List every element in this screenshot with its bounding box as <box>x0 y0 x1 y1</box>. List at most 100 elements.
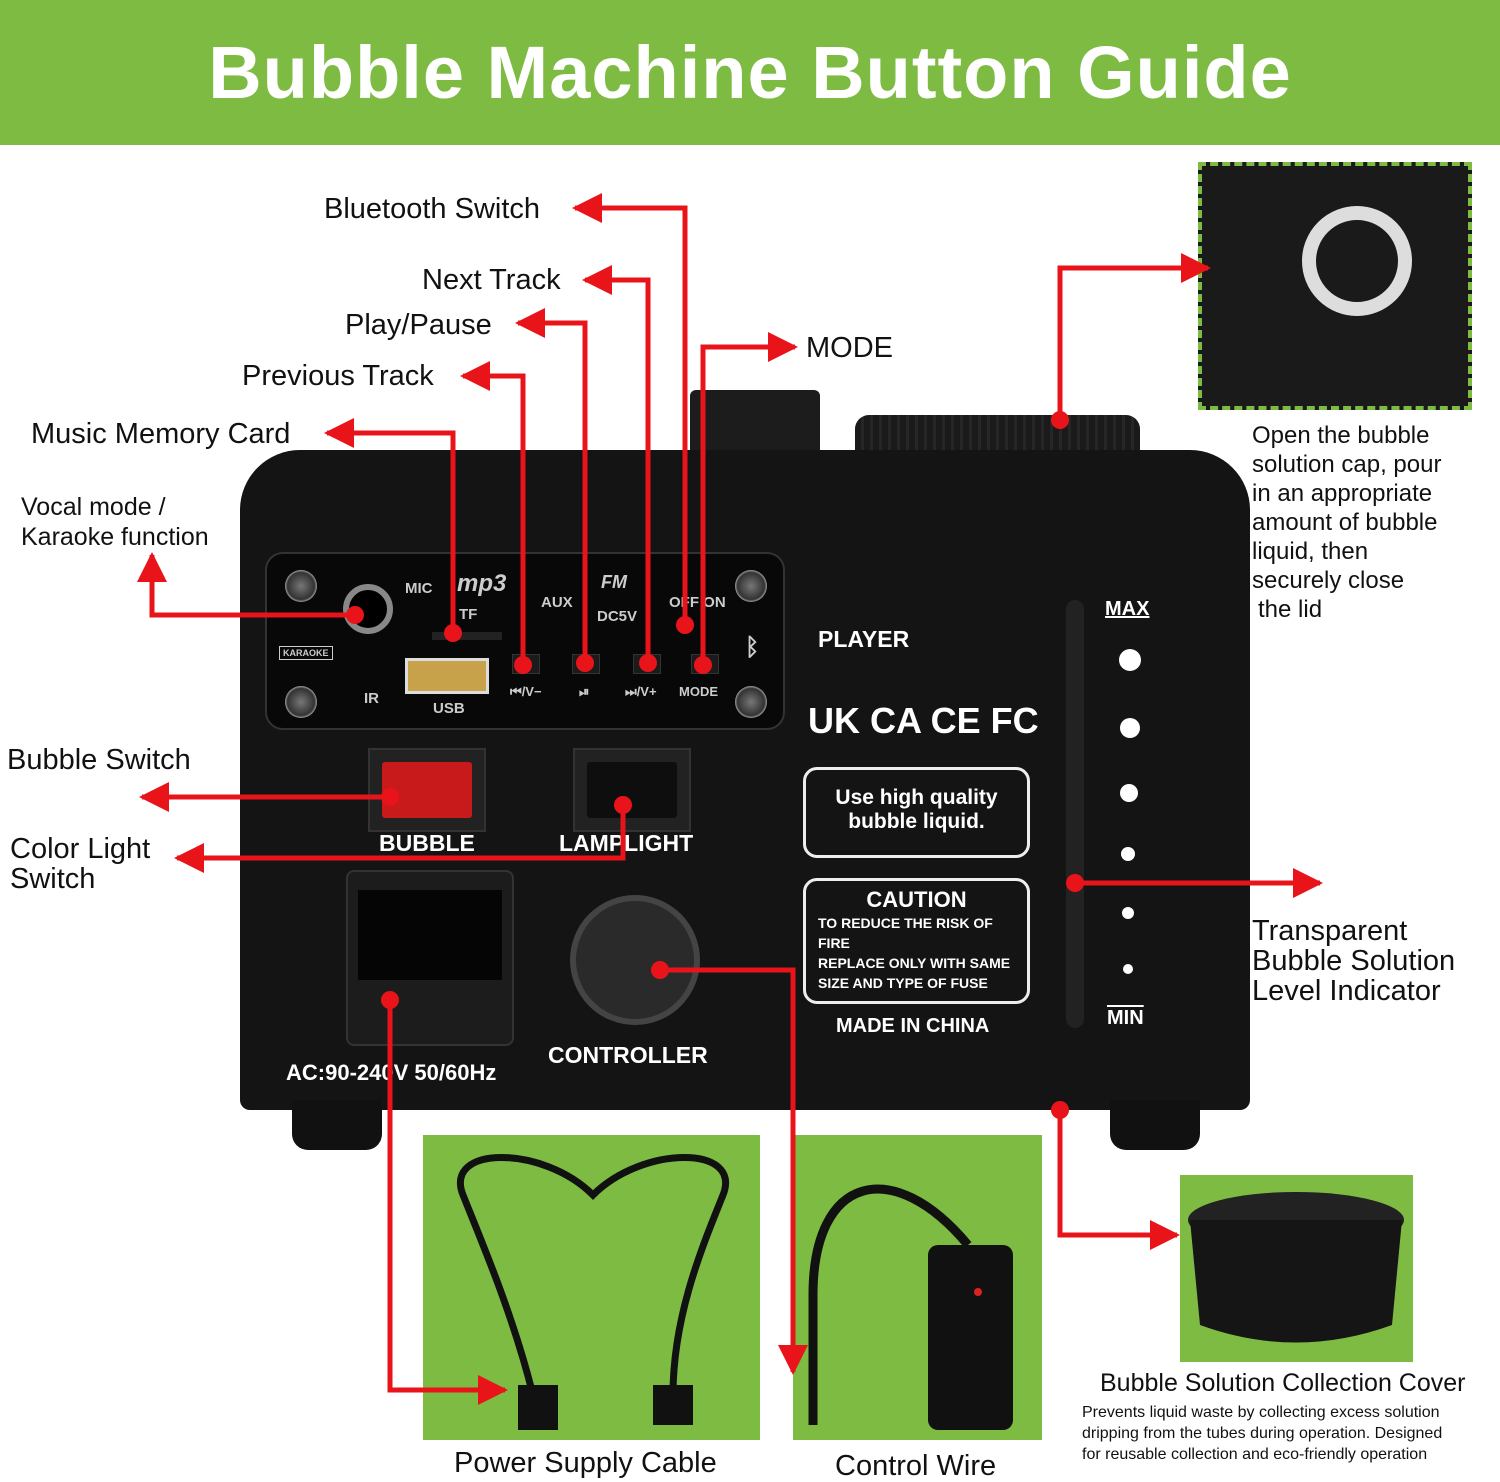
karaoke-badge: KARAOKE <box>279 646 333 660</box>
cap-inset-photo <box>1198 162 1472 410</box>
arrow-prev <box>460 361 526 665</box>
label-line: Level Indicator <box>1252 975 1441 1007</box>
control-wire-photo <box>793 1135 1042 1440</box>
bluetooth-icon: ᛒ <box>745 634 760 661</box>
foot <box>292 1100 382 1150</box>
label-control-wire: Control Wire <box>835 1450 997 1482</box>
label-line: Transparent <box>1252 915 1408 947</box>
label-line: the lid <box>1258 596 1323 623</box>
notice-line: Use high quality <box>835 786 998 809</box>
control-wire-icon <box>808 1184 1013 1430</box>
page-title: Bubble Machine Button Guide <box>208 31 1292 114</box>
label-play-pause: Play/Pause <box>345 309 492 341</box>
arrow-vocal <box>137 552 355 618</box>
tf-card-slot[interactable] <box>432 632 502 640</box>
bubble-label: BUBBLE <box>379 830 475 856</box>
label-line: Vocal mode / <box>21 493 166 521</box>
player-label: PLAYER <box>818 626 910 652</box>
caution-title: CAUTION <box>866 887 967 912</box>
mic-label: MIC <box>405 580 433 597</box>
lamp-switch[interactable] <box>587 762 677 818</box>
label-line: Switch <box>10 863 96 895</box>
play-label: ⏯ <box>579 684 590 699</box>
prev-label: ⏮/V− <box>510 684 542 699</box>
caution-line: FIRE <box>818 935 850 951</box>
iec-inlet <box>358 890 502 980</box>
label-bluetooth-switch: Bluetooth Switch <box>324 193 541 225</box>
level-dot <box>1120 718 1140 738</box>
label-line: Open the bubble <box>1252 422 1430 449</box>
lamplight-label: LAMPLIGHT <box>559 830 694 856</box>
arrow-color <box>174 805 626 873</box>
mp3-logo: mp3 <box>457 570 507 597</box>
cert-marks: UK CA CE FC <box>808 700 1039 741</box>
collection-cover-icon <box>1188 1192 1404 1343</box>
arrow-bluetooth <box>572 193 688 625</box>
arrow-next <box>582 265 651 663</box>
label-line: for reusable collection and eco-friendly… <box>1082 1446 1428 1463</box>
fm-logo: FM <box>601 572 627 592</box>
arrow-cover <box>1057 1110 1180 1250</box>
label-next-track: Next Track <box>422 264 561 296</box>
label-mode: MODE <box>806 332 893 364</box>
label-line: securely close <box>1252 567 1405 594</box>
arrow-cap <box>1057 253 1211 420</box>
screw-icon <box>285 570 317 602</box>
collection-cover-photo <box>1180 1175 1413 1362</box>
arrow-play <box>515 308 588 663</box>
bubble-switch-housing <box>368 748 486 832</box>
min-label: MIN <box>1107 1007 1144 1029</box>
mode-label: MODE <box>679 684 718 699</box>
level-dot <box>1121 847 1135 861</box>
label-cover-description: Prevents liquid waste by collecting exce… <box>1082 1402 1442 1465</box>
power-cable-icon <box>457 1154 729 1430</box>
caution-line: TO REDUCE THE RISK OF <box>818 915 993 931</box>
caution-line: SIZE AND TYPE OF FUSE <box>818 975 988 991</box>
label-previous-track: Previous Track <box>242 360 434 392</box>
usb-label: USB <box>433 700 465 717</box>
label-line: in an appropriate <box>1252 480 1433 507</box>
screw-icon <box>285 686 317 718</box>
label-line: amount of bubble <box>1252 509 1438 536</box>
arrow-power <box>387 1000 508 1405</box>
level-dot <box>1123 964 1133 974</box>
label-line: solution cap, pour <box>1252 451 1442 478</box>
level-indicator-window <box>1066 600 1084 1028</box>
controller-label: CONTROLLER <box>548 1042 708 1068</box>
arrow-mode <box>700 332 798 665</box>
screw-icon <box>735 686 767 718</box>
lamp-switch-housing <box>573 748 691 832</box>
foot <box>1110 1100 1200 1150</box>
label-bubble-switch: Bubble Switch <box>7 744 191 776</box>
title-banner: Bubble Machine Button Guide <box>0 0 1500 145</box>
screw-icon <box>735 570 767 602</box>
max-label: MAX <box>1105 598 1150 620</box>
power-socket[interactable] <box>346 870 514 1046</box>
label-power-cable: Power Supply Cable <box>454 1447 717 1479</box>
label-line: Karaoke function <box>21 523 209 551</box>
ir-label: IR <box>364 690 379 707</box>
tf-label: TF <box>459 606 478 623</box>
made-in-label: MADE IN CHINA <box>836 1015 990 1037</box>
caution-line: REPLACE ONLY WITH SAME <box>818 955 1011 971</box>
next-label: ⏭/V+ <box>625 684 657 699</box>
label-line: dripping from the tubes during operation… <box>1082 1425 1443 1442</box>
bubble-switch[interactable] <box>382 762 472 818</box>
notice-box: Use high quality bubble liquid. <box>803 767 1030 858</box>
dc5v-label: DC5V <box>597 608 638 625</box>
level-dot <box>1120 784 1138 802</box>
notice-line: bubble liquid. <box>848 810 985 833</box>
label-music-card: Music Memory Card <box>31 418 291 450</box>
label-line: liquid, then <box>1252 538 1369 565</box>
label-line: Bubble Solution <box>1252 945 1456 977</box>
level-dot <box>1122 907 1134 919</box>
arrow-card <box>324 418 456 633</box>
usb-port[interactable] <box>405 658 489 694</box>
controller-xlr-port[interactable] <box>570 895 700 1025</box>
aux-label: AUX <box>541 594 573 611</box>
caution-box: CAUTION TO REDUCE THE RISK OF FIRE REPLA… <box>803 878 1030 1004</box>
